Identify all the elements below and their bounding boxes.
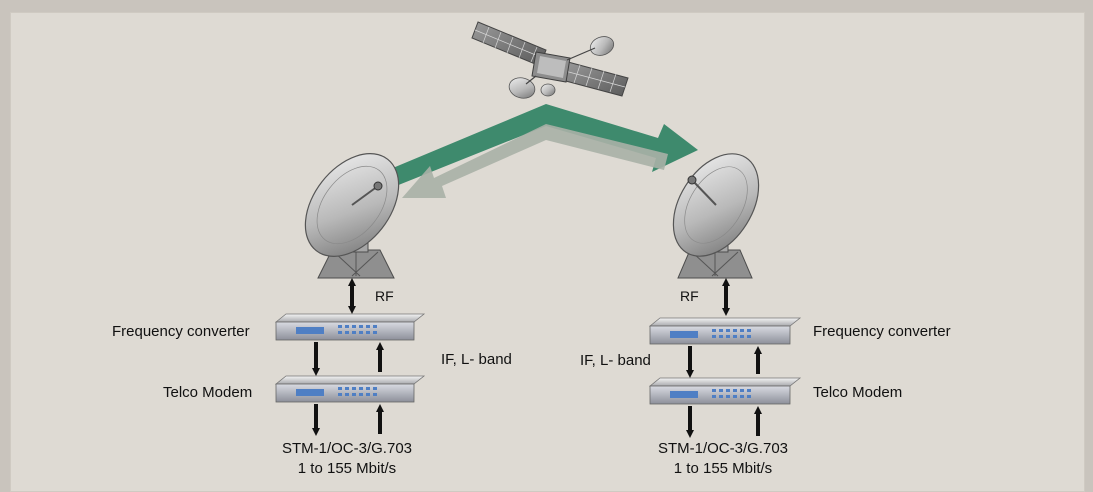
downlink-arrow	[402, 124, 668, 198]
left-telco-modem-icon	[274, 375, 426, 403]
left-frequency-converter-label: Frequency converter	[112, 323, 250, 340]
left-interface-label: STM-1/OC-3/G.703	[281, 440, 413, 457]
left-antenna-icon	[304, 153, 400, 279]
right-telco-modem-icon	[648, 377, 802, 405]
right-interface-label: STM-1/OC-3/G.703	[657, 440, 789, 457]
uplink-arrow	[388, 104, 698, 186]
right-rf-label: RF	[680, 288, 699, 304]
left-rf-label: RF	[375, 288, 394, 304]
right-if-band-label: IF, L- band	[580, 352, 651, 369]
left-if-band-label: IF, L- band	[441, 351, 512, 368]
left-frequency-converter-icon	[274, 313, 426, 341]
right-frequency-converter-label: Frequency converter	[813, 323, 951, 340]
right-telco-modem-label: Telco Modem	[813, 384, 903, 401]
right-antenna-icon	[672, 153, 760, 279]
left-telco-modem-label: Telco Modem	[163, 384, 253, 401]
right-frequency-converter-icon	[648, 317, 802, 345]
satellite-icon	[471, 21, 629, 99]
right-rate-label: 1 to 155 Mbit/s	[673, 460, 773, 477]
left-rate-label: 1 to 155 Mbit/s	[297, 460, 397, 477]
